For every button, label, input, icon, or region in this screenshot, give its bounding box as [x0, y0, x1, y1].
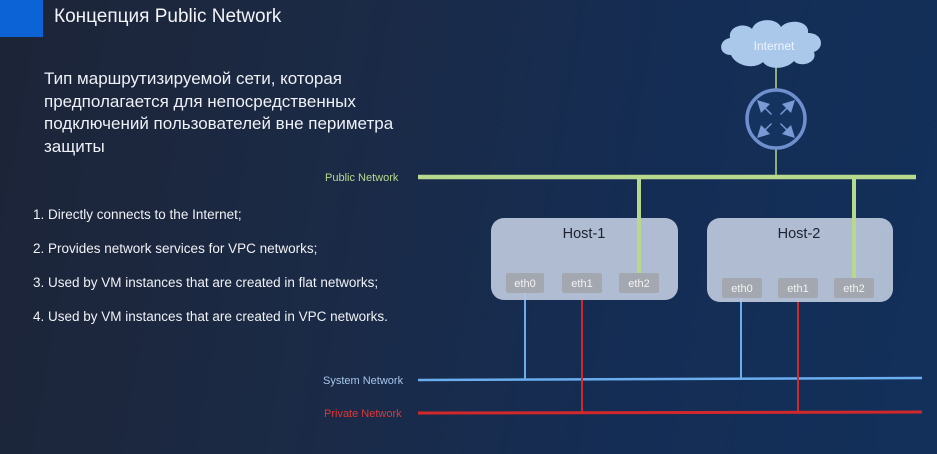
slide-description: Тип маршрутизируемой сети, которая предп…	[44, 69, 394, 156]
internet-label: Internet	[754, 39, 795, 53]
host-2: Host-2 eth0 eth1 eth2	[707, 218, 893, 302]
system-network-label: System Network	[323, 375, 404, 387]
svg-text:eth2: eth2	[628, 278, 649, 290]
feature-list: 1. Directly connects to the Internet; 2.…	[33, 205, 388, 341]
list-item: 3. Used by VM instances that are created…	[33, 275, 379, 290]
host-1-eth2: eth2	[619, 273, 659, 293]
list-item: 4. Used by VM instances that are created…	[33, 309, 388, 324]
slide-title: Концепция Public Network	[54, 6, 282, 27]
svg-text:eth1: eth1	[787, 283, 808, 295]
host-2-eth2: eth2	[834, 278, 874, 298]
private-network-line	[417, 410, 923, 415]
host-1-title: Host-1	[563, 226, 606, 242]
host-2-eth0: eth0	[722, 278, 762, 298]
svg-text:eth2: eth2	[843, 283, 864, 295]
list-item: 1. Directly connects to the Internet;	[33, 207, 242, 222]
internet-cloud-icon: Internet	[721, 20, 821, 68]
host-1-eth0: eth0	[506, 273, 544, 293]
host-2-title: Host-2	[778, 226, 821, 242]
list-item: 2. Provides network services for VPC net…	[33, 241, 318, 256]
router-icon	[745, 88, 807, 150]
svg-text:eth1: eth1	[571, 278, 592, 290]
title-accent-block	[0, 0, 43, 37]
host-1-eth1: eth1	[562, 273, 602, 293]
host-2-eth1: eth1	[778, 278, 818, 298]
public-network-label: Public Network	[325, 172, 399, 184]
system-network-line	[417, 376, 923, 382]
svg-text:eth0: eth0	[514, 278, 535, 290]
svg-text:eth0: eth0	[731, 283, 752, 295]
private-network-label: Private Network	[324, 408, 402, 420]
host-1: Host-1 eth0 eth1 eth2	[491, 218, 678, 300]
